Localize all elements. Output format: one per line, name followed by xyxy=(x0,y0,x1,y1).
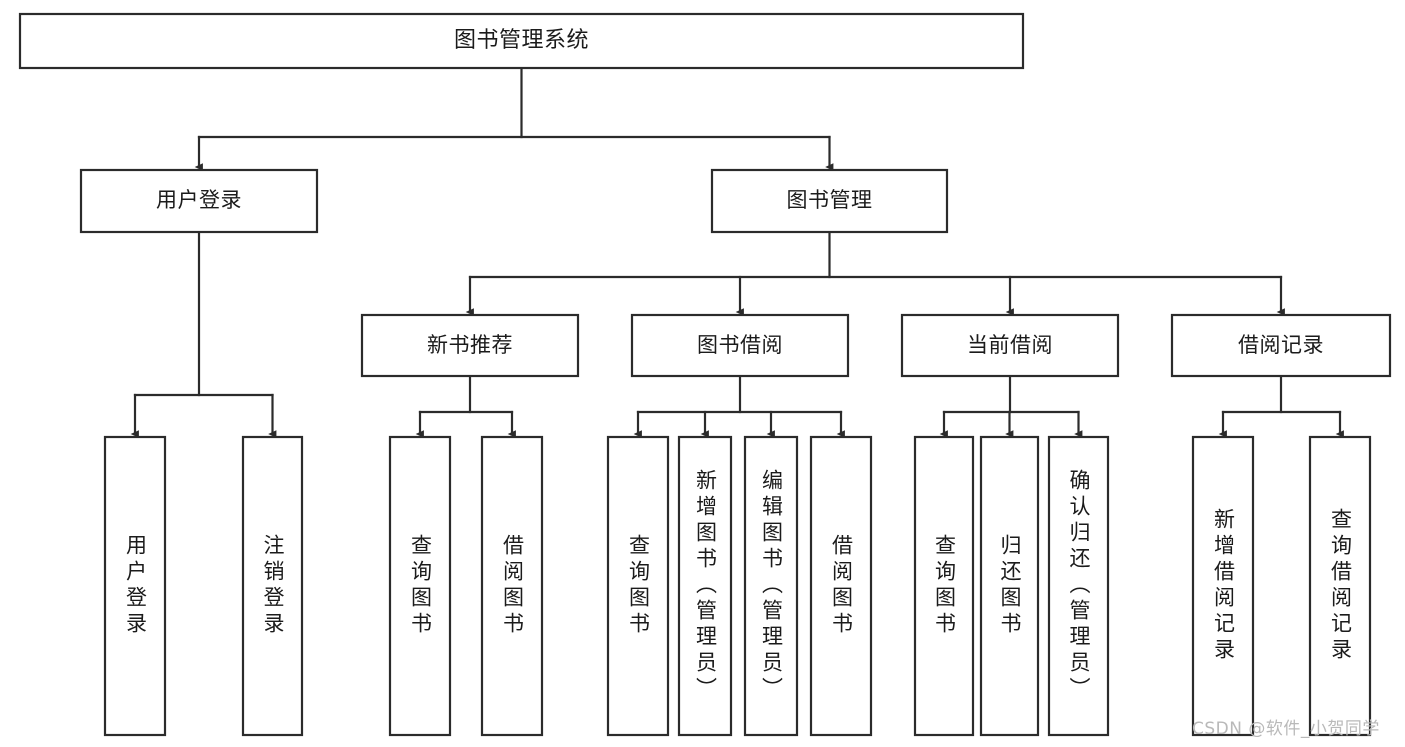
node-leaf-2[interactable] xyxy=(388,435,452,737)
node-level1-0[interactable] xyxy=(79,168,319,234)
node-leaf-10[interactable] xyxy=(1047,435,1110,737)
node-leaf-1[interactable] xyxy=(241,435,304,737)
node-leaf-3[interactable] xyxy=(480,435,544,737)
node-leaf-6[interactable] xyxy=(743,435,799,737)
node-leaf-0[interactable] xyxy=(103,435,167,737)
node-level2-1[interactable] xyxy=(630,313,850,378)
node-level2-2[interactable] xyxy=(900,313,1120,378)
connector-lines xyxy=(130,66,1344,438)
node-leaf-4[interactable] xyxy=(606,435,670,737)
node-boxes xyxy=(18,12,1392,737)
watermark: CSDN @软件_小贺同学 xyxy=(1192,719,1380,739)
node-leaf-9[interactable] xyxy=(979,435,1040,737)
node-leaf-12[interactable] xyxy=(1308,435,1372,737)
node-root-0[interactable] xyxy=(18,12,1025,70)
node-leaf-5[interactable] xyxy=(677,435,733,737)
node-level2-0[interactable] xyxy=(360,313,580,378)
node-leaf-7[interactable] xyxy=(809,435,873,737)
node-level2-3[interactable] xyxy=(1170,313,1392,378)
node-level1-1[interactable] xyxy=(710,168,949,234)
node-leaf-11[interactable] xyxy=(1191,435,1255,737)
node-leaf-8[interactable] xyxy=(913,435,975,737)
